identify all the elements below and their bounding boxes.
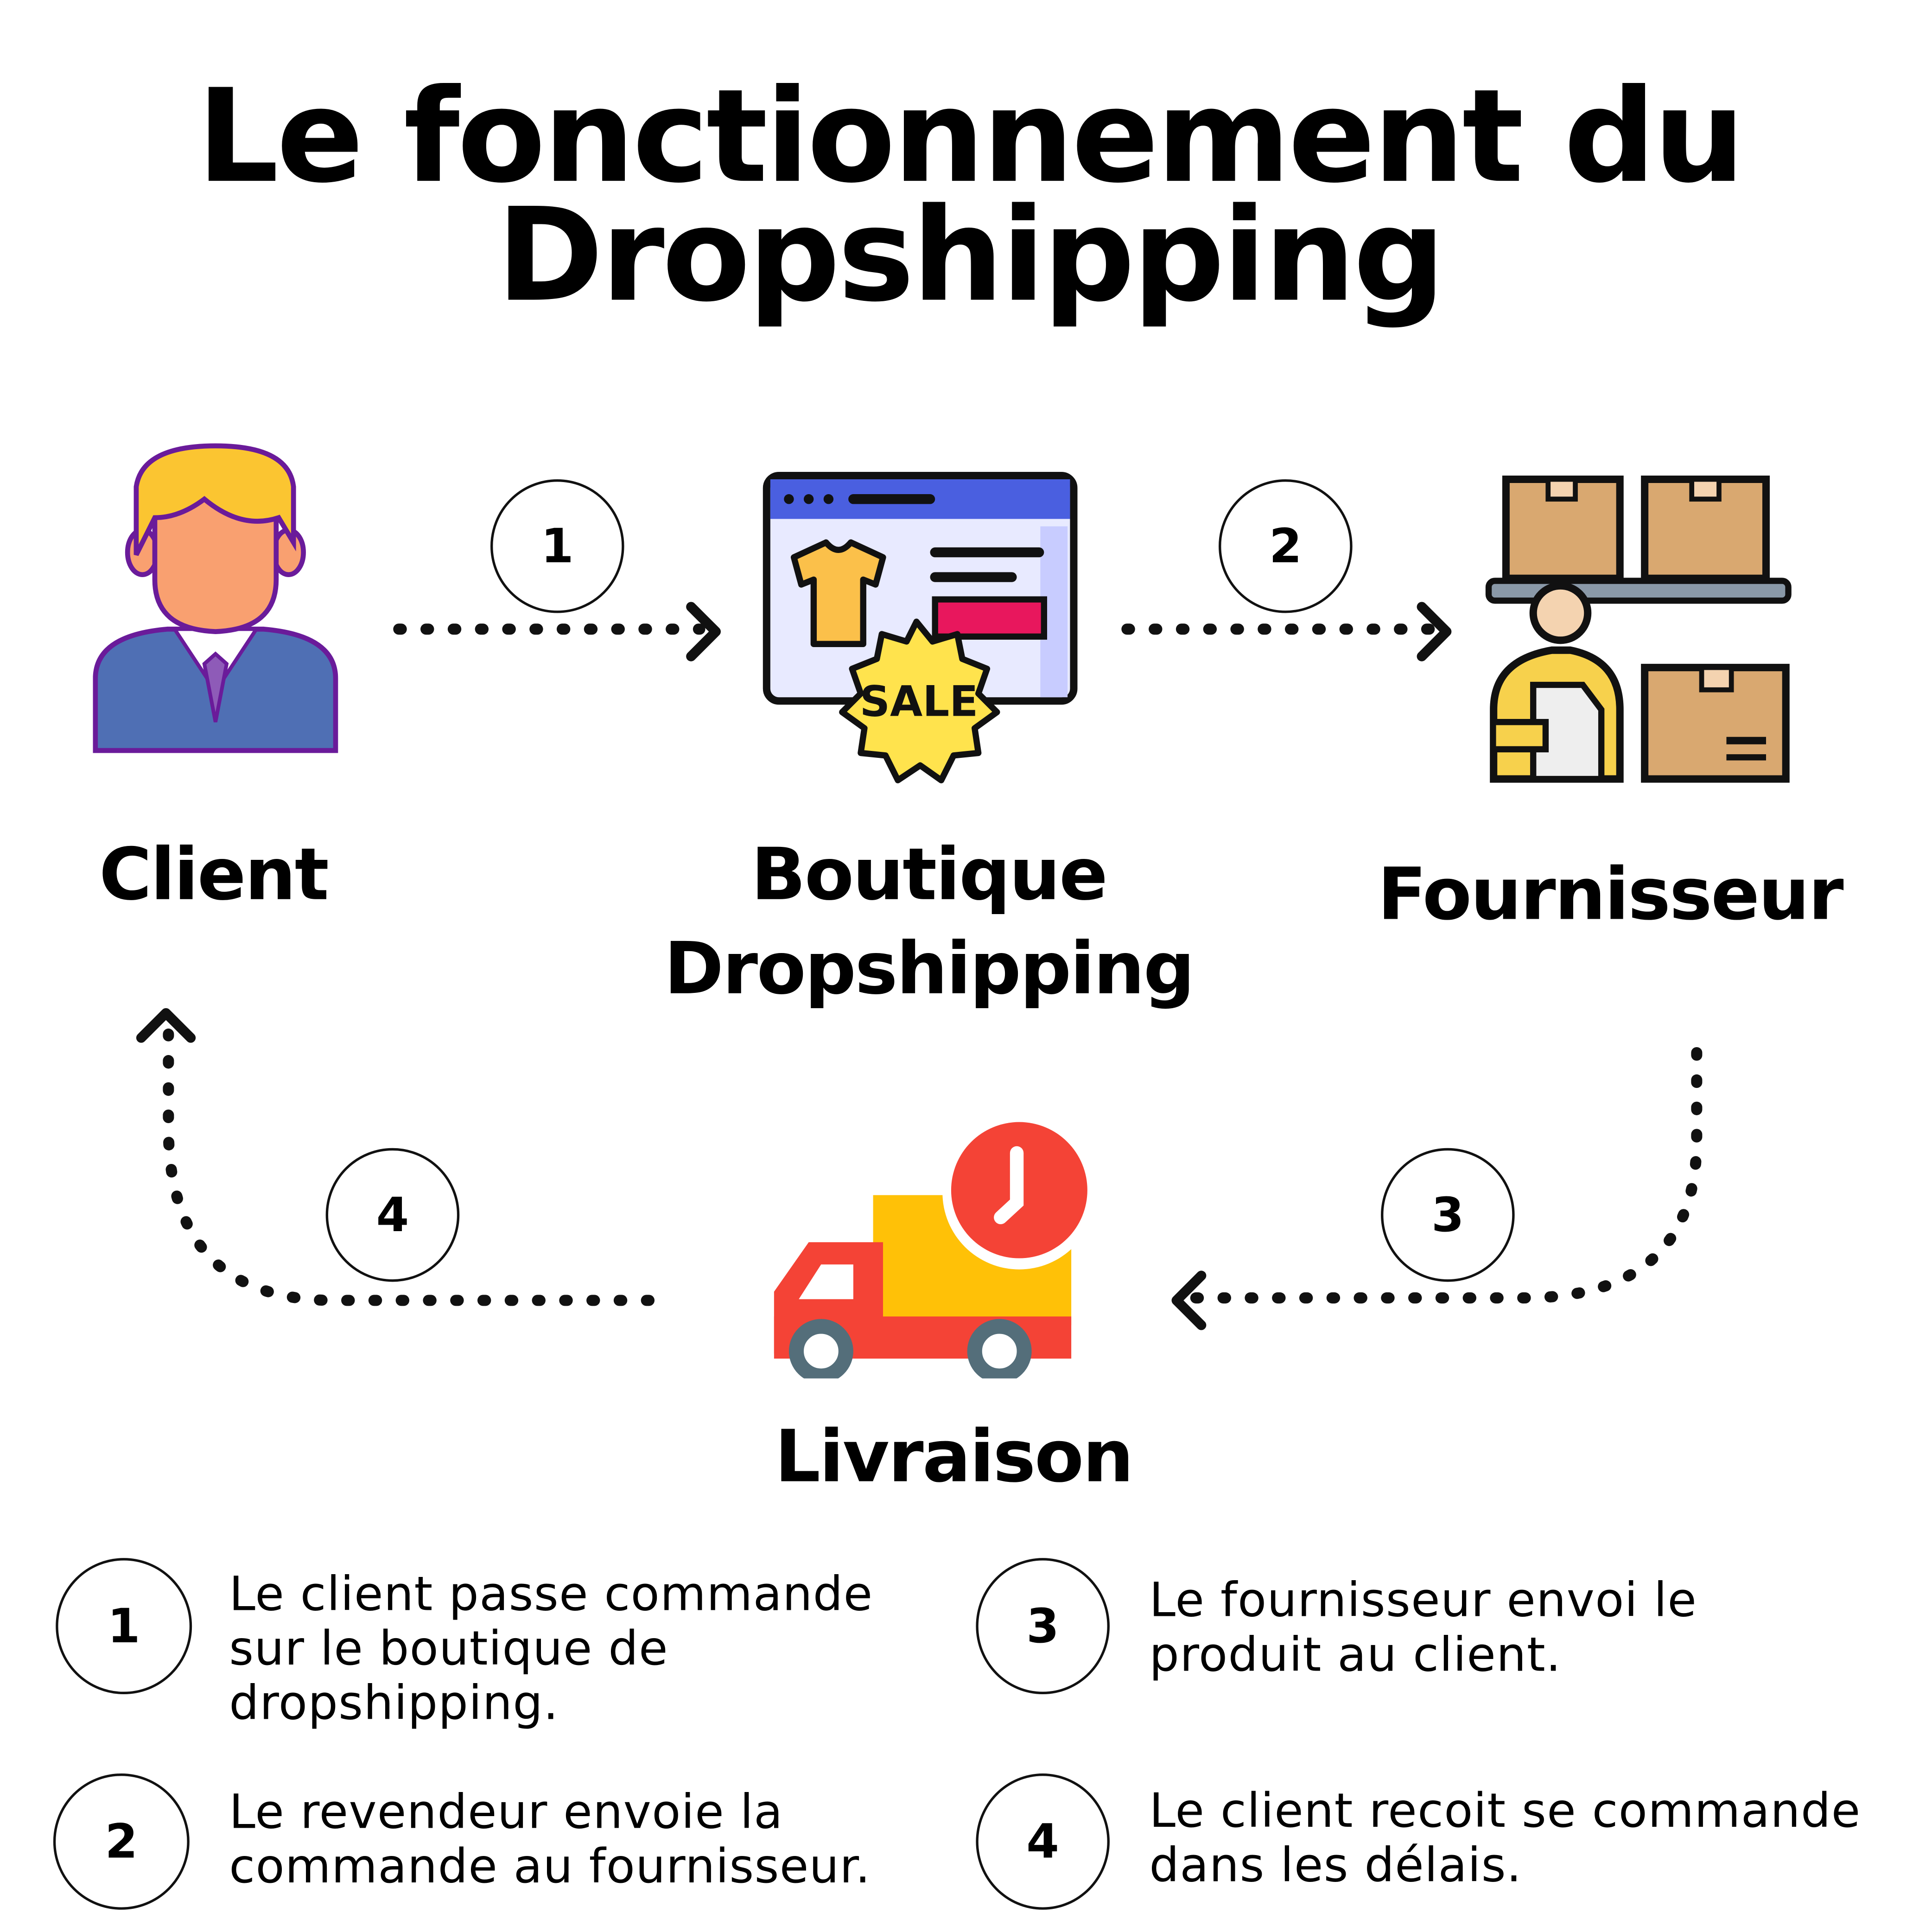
- legend-text-4-line: Le client recoit se commande: [1149, 1783, 1861, 1838]
- legend-text-2-line: Le revendeur envoie la: [229, 1785, 783, 1839]
- sale-badge-text: SALE: [860, 677, 979, 726]
- legend-badge-2: 2: [53, 1773, 190, 1910]
- supplier-icon: [1485, 475, 1792, 783]
- sale-badge-icon: [839, 618, 1000, 783]
- legend-badge-1: 1: [56, 1558, 192, 1695]
- node-label-boutique-line-1: Boutique: [751, 832, 1108, 917]
- node-label-fournisseur: Fournisseur: [1377, 852, 1844, 936]
- legend-text-1: Le client passe commande sur le boutique…: [229, 1567, 873, 1730]
- legend-text-3: Le fournisseur envoi le produit au clien…: [1149, 1573, 1697, 1682]
- legend-text-4-line: dans les délais.: [1149, 1837, 1522, 1893]
- legend-text-1-line: Le client passe commande: [229, 1566, 873, 1621]
- step-badge-4: 4: [325, 1148, 460, 1282]
- arrow-3-line: [1189, 1047, 1703, 1304]
- title-line-1: Le fonctionnement du: [197, 60, 1745, 212]
- node-label-boutique-line-2: Dropshipping: [664, 926, 1195, 1011]
- legend-text-3-line: Le fournisseur envoi le: [1149, 1573, 1697, 1627]
- arrow-2-head: [1417, 602, 1452, 661]
- legend-text-4: Le client recoit se commande dans les dé…: [1149, 1783, 1861, 1892]
- client-icon: [93, 443, 338, 753]
- node-label-livraison: Livraison: [775, 1414, 1134, 1499]
- shop-icon: SALE: [763, 471, 1078, 783]
- legend-text-1-line: sur le boutique de: [229, 1621, 668, 1676]
- arrow-3-head: [1171, 1271, 1207, 1330]
- arrow-1-head: [686, 602, 721, 661]
- step-badge-2: 2: [1219, 479, 1353, 613]
- step-badge-3: 3: [1381, 1148, 1515, 1282]
- node-label-client: Client: [99, 832, 329, 917]
- legend-text-1-line: dropshipping.: [229, 1675, 559, 1730]
- title-line-2: Dropshipping: [496, 179, 1445, 331]
- legend-text-2-line: commande au fournisseur.: [229, 1839, 871, 1894]
- legend-badge-4: 4: [976, 1773, 1110, 1910]
- legend-text-2: Le revendeur envoie la commande au fourn…: [229, 1785, 871, 1894]
- step-badge-1: 1: [490, 479, 624, 613]
- arrow-4-line: [163, 1028, 655, 1306]
- delivery-truck-icon: [774, 1118, 1096, 1379]
- arrow-4-head: [136, 1008, 196, 1043]
- legend-badge-3: 3: [976, 1558, 1110, 1695]
- legend-text-3-line: produit au client.: [1149, 1627, 1562, 1682]
